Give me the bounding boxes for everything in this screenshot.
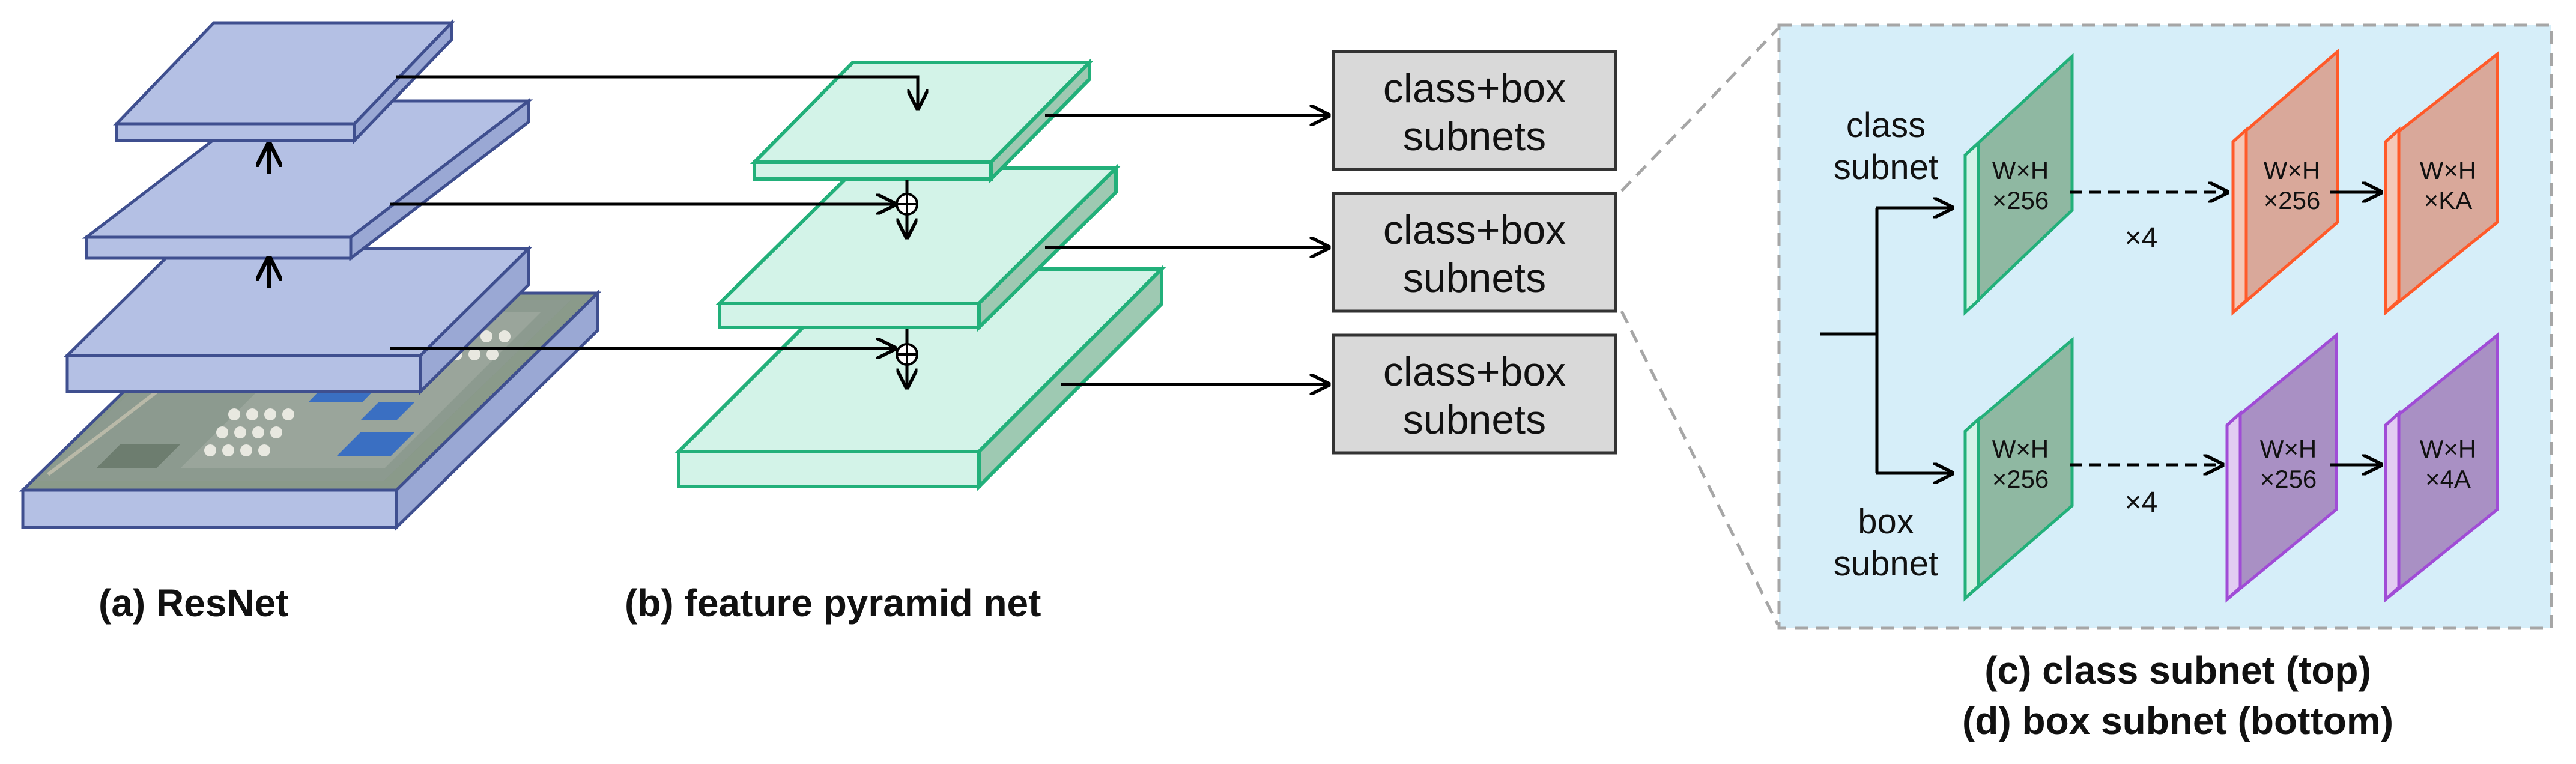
subnet-box-1: class+box subnets: [1332, 50, 1617, 171]
fpn-stack: [390, 58, 1329, 491]
box-subnet-label-line2: subnet: [1834, 544, 1938, 583]
class-map-3-line1: W×H: [2420, 156, 2477, 184]
subnet-box-1-line2: subnets: [1403, 114, 1546, 159]
subnet-box-3: class+box subnets: [1332, 333, 1617, 455]
fpn-merge-node-lower: [896, 343, 918, 366]
box-feature-map-2: W×H ×256: [2225, 332, 2338, 603]
box-feature-map-1: W×H ×256: [1963, 336, 2074, 602]
class-output-map: W×H ×KA: [2384, 50, 2499, 316]
box-output-map: W×H ×4A: [2384, 332, 2499, 603]
lateral-arrow-top: [396, 75, 918, 108]
box-map-3-line2: ×4A: [2425, 465, 2471, 493]
caption-resnet: (a) ResNet: [98, 581, 289, 625]
subnet-box-3-line1: class+box: [1383, 349, 1566, 395]
box-map-3-line1: W×H: [2420, 435, 2477, 463]
class-repeat-label: ×4: [2125, 222, 2158, 254]
caption-box-subnet: (d) box subnet (bottom): [1962, 699, 2393, 742]
fpn-level-bottom: [674, 264, 1166, 491]
class-map-3-line2: ×KA: [2424, 186, 2473, 214]
subnet-box-2-line2: subnets: [1403, 255, 1546, 301]
box-map-1-line2: ×256: [1992, 465, 2049, 493]
box-repeat-label: ×4: [2125, 487, 2158, 518]
zoom-guide-upper: [1620, 28, 1779, 192]
class-subnet-label-line1: class: [1846, 106, 1926, 145]
caption-class-subnet: (c) class subnet (top): [1984, 649, 2371, 692]
resnet-stack: [19, 19, 602, 531]
class-map-2-line1: W×H: [2264, 156, 2321, 184]
box-map-2-line2: ×256: [2260, 465, 2317, 493]
subnet-box-1-line1: class+box: [1383, 65, 1566, 111]
class-map-2-line2: ×256: [2264, 186, 2321, 214]
box-map-1-line1: W×H: [1992, 435, 2049, 463]
zoom-guide-lower: [1620, 310, 1780, 626]
class-feature-map-2: W×H ×256: [2231, 48, 2339, 316]
subnet-box-3-line2: subnets: [1403, 397, 1546, 443]
fpn-level-top: [750, 58, 1094, 184]
class-map-1-line1: W×H: [1992, 156, 2049, 184]
class-map-1-line2: ×256: [1992, 186, 2049, 214]
caption-fpn: (b) feature pyramid net: [625, 581, 1041, 625]
resnet-layer-2: [82, 97, 533, 262]
class-subnet-label-line2: subnet: [1834, 148, 1938, 187]
box-map-2-line1: W×H: [2260, 435, 2317, 463]
subnet-detail-panel: class subnet box subnet W×H ×256 ×4 W×H …: [1777, 23, 2553, 630]
resnet-layer-3: [113, 19, 455, 145]
subnet-box-2-line1: class+box: [1383, 207, 1566, 253]
class-feature-map-1: W×H ×256: [1963, 53, 2074, 316]
box-subnet-label-line1: box: [1858, 502, 1914, 541]
fpn-merge-node-upper: [896, 193, 918, 216]
resnet-layer-1: [63, 245, 533, 395]
subnet-box-2: class+box subnets: [1332, 192, 1617, 313]
